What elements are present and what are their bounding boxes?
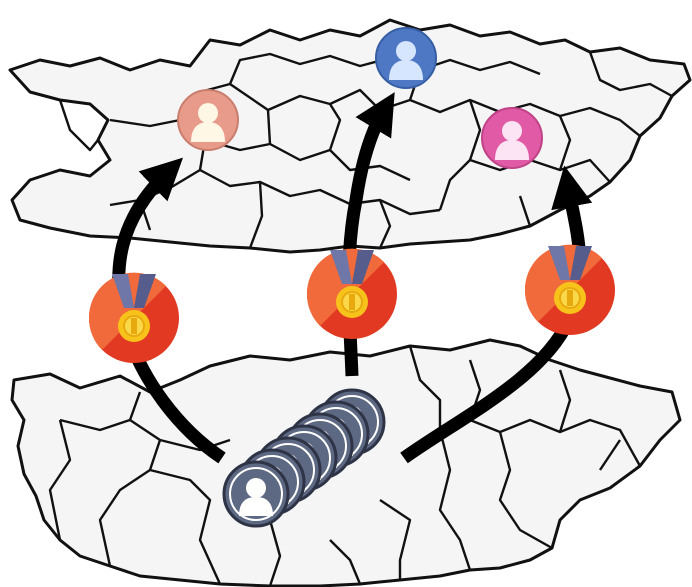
medal-icon	[88, 272, 179, 363]
winner-avatar-right	[481, 107, 543, 169]
source-crowd	[222, 388, 386, 528]
winner-avatar-left	[177, 89, 239, 151]
map-departments-south	[48, 345, 642, 587]
user-icon	[177, 89, 239, 151]
medal-icon	[306, 248, 397, 339]
user-icon	[375, 27, 437, 89]
medal-left	[88, 272, 179, 363]
medal-center	[306, 248, 397, 339]
medal-icon	[524, 244, 615, 335]
medal-right	[524, 244, 615, 335]
winner-avatar-center	[375, 27, 437, 89]
user-icon	[481, 107, 543, 169]
user-icon	[222, 460, 290, 528]
